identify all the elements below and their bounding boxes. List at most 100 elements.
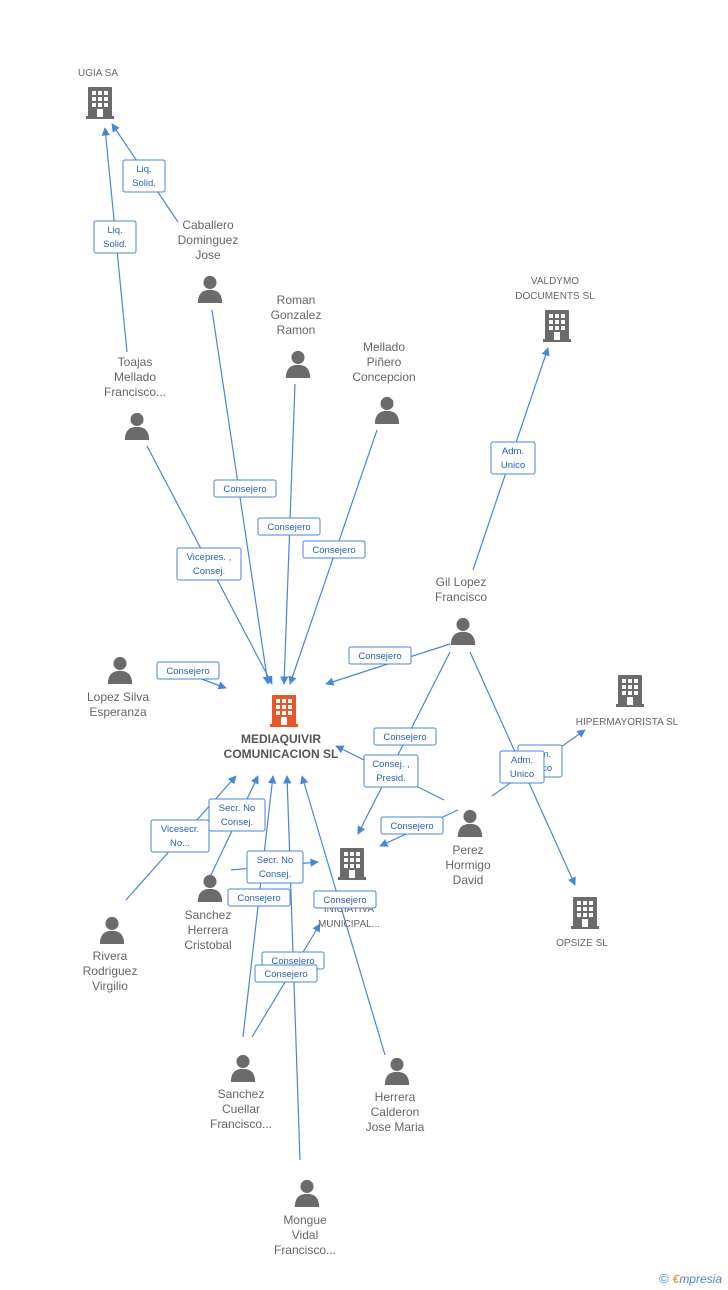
relation-box <box>499 750 545 784</box>
relation-text: Consejero <box>358 651 401 662</box>
node-label: Gonzalez <box>271 308 322 322</box>
relation-label-r10[interactable]: Consejero <box>373 727 437 746</box>
relation-text: Vicepres. , <box>187 552 232 563</box>
relation-box <box>93 220 137 254</box>
relation-text: Secr. No <box>219 803 255 814</box>
node-label: Rivera <box>93 949 128 963</box>
relation-text: Solid. <box>132 178 156 189</box>
company-node-iniciativa[interactable]: INICIATIVAMUNICIPAL... <box>318 848 380 930</box>
person-icon <box>230 1054 256 1082</box>
person-icon <box>285 350 311 378</box>
relation-label-r4[interactable]: Consejero <box>213 479 277 498</box>
relation-box <box>246 850 304 884</box>
relation-text: No... <box>170 838 190 849</box>
relation-text: Consejero <box>237 893 280 904</box>
relation-label-r2[interactable]: Liq.Solid. <box>93 220 137 254</box>
relation-label-r12[interactable]: Consejero <box>380 816 444 835</box>
relation-text: Consejero <box>312 545 355 556</box>
person-node-toajas[interactable]: ToajasMelladoFrancisco... <box>104 355 166 440</box>
brand-logo-text[interactable]: mpresia <box>679 1272 722 1286</box>
person-node-mongue[interactable]: MongueVidalFrancisco... <box>274 1179 336 1257</box>
relation-box <box>227 888 291 907</box>
node-label: Herrera <box>375 1090 416 1104</box>
relation-text: Vicesecr. <box>161 824 199 835</box>
relation-text: Consej. <box>193 566 225 577</box>
relation-box <box>257 517 321 536</box>
company-node-ugia[interactable]: UGIA SA <box>78 68 118 119</box>
relation-label-r7[interactable]: Vicepres. , Consej. <box>176 547 242 581</box>
node-label: Virgilio <box>92 979 128 993</box>
node-label: INICIATIVA <box>324 904 375 915</box>
person-icon <box>384 1057 410 1085</box>
relation-box <box>348 646 412 665</box>
person-icon <box>374 396 400 424</box>
relation-box <box>176 547 242 581</box>
building-icon <box>543 310 571 342</box>
company-node-opsize[interactable]: OPSIZE SL <box>556 897 608 949</box>
node-label: Ramon <box>277 323 316 337</box>
relation-box <box>363 754 419 788</box>
person-node-sanchezc[interactable]: SanchezCuellarFrancisco... <box>210 1054 272 1131</box>
node-label: Rodriguez <box>83 964 138 978</box>
node-label: UGIA SA <box>78 68 118 79</box>
relation-label-r18[interactable]: Consejero <box>227 888 291 907</box>
node-label: Roman <box>277 293 316 307</box>
relation-text: Unico <box>501 460 525 471</box>
relation-label-r5[interactable]: Consejero <box>257 517 321 536</box>
node-label: MEDIAQUIVIR <box>241 732 321 746</box>
relation-text: Liq. <box>136 164 151 175</box>
relation-label-r15[interactable]: Vicesecr. No... <box>150 819 210 853</box>
footer-brand: ©€mpresia <box>659 1271 722 1286</box>
person-icon <box>294 1179 320 1207</box>
node-label: Francisco... <box>274 1243 336 1257</box>
node-label: Esperanza <box>89 705 147 719</box>
edges-layer <box>101 123 586 1161</box>
node-label: VALDYMO <box>531 276 579 287</box>
relation-box <box>156 661 220 680</box>
node-label: Mellado <box>363 340 405 354</box>
relation-label-r8[interactable]: Consejero <box>156 661 220 680</box>
relation-box <box>150 819 210 853</box>
building-icon <box>86 87 114 119</box>
person-icon <box>99 916 125 944</box>
node-label: Hormigo <box>445 858 491 872</box>
node-label: David <box>453 873 484 887</box>
relation-label-r3[interactable]: Adm.Unico <box>490 441 536 475</box>
node-label: COMUNICACION SL <box>224 747 339 761</box>
relation-label-r16[interactable]: Secr. No Consej. <box>208 798 266 832</box>
relation-box <box>208 798 266 832</box>
relation-text: Consej. <box>221 817 253 828</box>
node-label: Perez <box>452 843 483 857</box>
building-icon <box>270 695 298 727</box>
relation-label-r19[interactable]: Consejero <box>313 890 377 909</box>
relation-text: Presid. <box>376 773 406 784</box>
relation-label-r11[interactable]: Consej. ,Presid. <box>363 754 419 788</box>
relation-label-r9[interactable]: Consejero <box>348 646 412 665</box>
relation-box <box>313 890 377 909</box>
relation-label-r6[interactable]: Consejero <box>302 540 366 559</box>
node-label: Francisco <box>435 590 487 604</box>
person-icon <box>124 412 150 440</box>
relation-label-r14[interactable]: Adm.Unico <box>499 750 545 784</box>
company-node-hiper[interactable]: HIPERMAYORISTA SL <box>576 675 679 728</box>
relation-box <box>213 479 277 498</box>
relation-box <box>254 964 318 983</box>
relation-label-r21[interactable]: Consejero <box>254 964 318 983</box>
relation-label-r1[interactable]: Liq. Solid. <box>122 159 166 193</box>
node-label: Mongue <box>283 1213 327 1227</box>
relation-box <box>380 816 444 835</box>
relation-text: Consej. <box>259 869 291 880</box>
